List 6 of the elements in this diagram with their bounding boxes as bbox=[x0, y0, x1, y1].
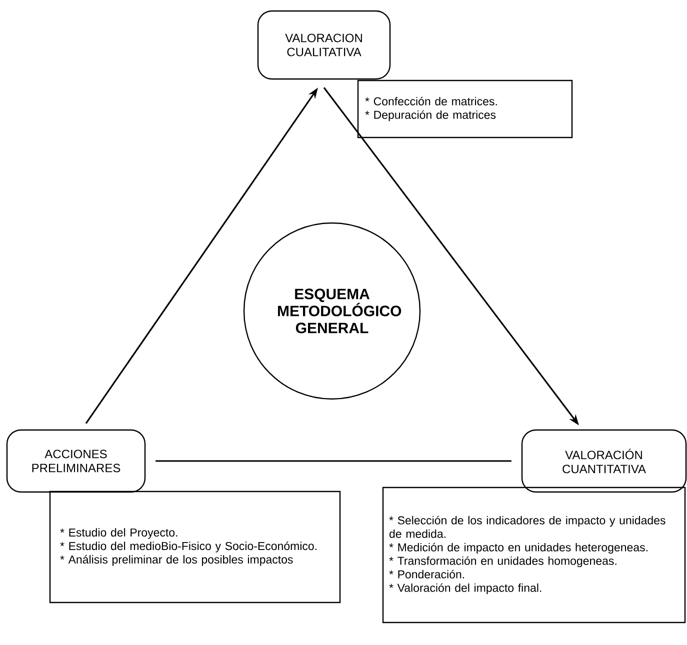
task-list-box: * Confección de matrices. * Depuración de matrices bbox=[357, 80, 573, 138]
stage-box: VALORACIÓN CUANTITATIVA bbox=[521, 429, 687, 493]
task-list-box: * Estudio del Proyecto. * Estudio del medioBio-Fisico y Socio-Económico. * Análisis preliminar de los posibles impactos bbox=[49, 490, 341, 604]
task-list-box: * Selección de los indicadores de impacto y unidades de medida. * Medición de impacto en unidades heterogeneas. * Transformación en unidades homogeneas. * Ponderación. * Valoración del impacto final. bbox=[382, 486, 686, 624]
stage-box: VALORACION CUALITATIVA bbox=[257, 10, 391, 80]
stage-box: ACCIONES PRELIMINARES bbox=[6, 429, 146, 493]
